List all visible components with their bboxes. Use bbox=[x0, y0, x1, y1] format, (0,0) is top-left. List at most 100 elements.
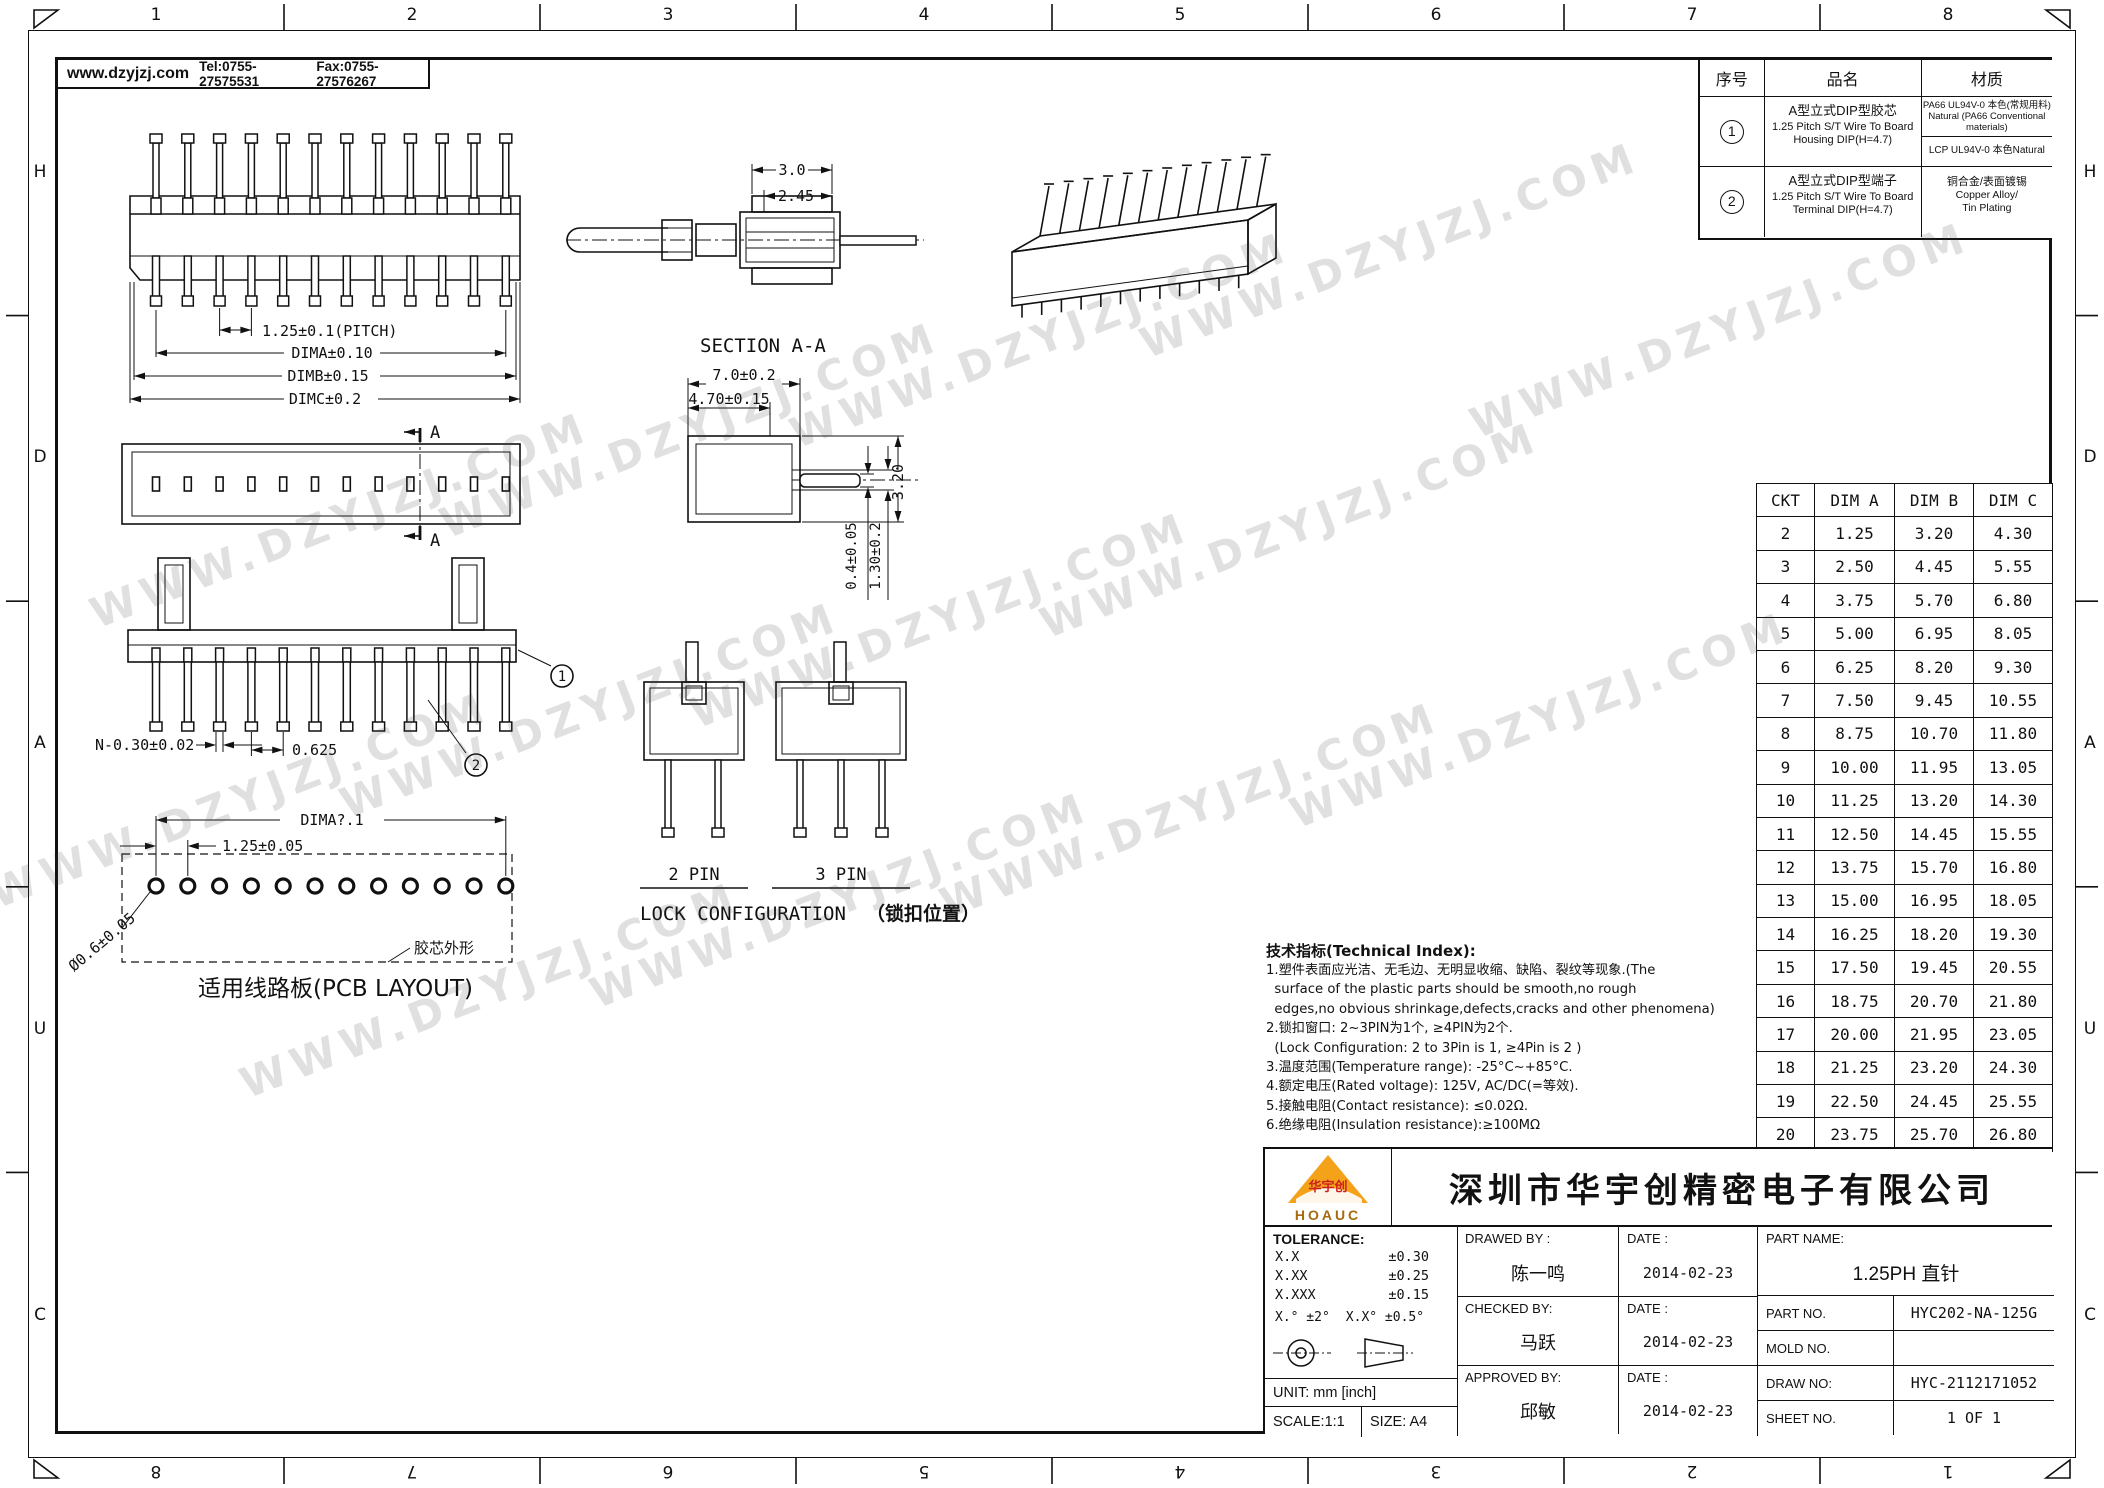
parts-row-terminal: 2 A型立式DIP型端子 1.25 Pitch S/T Wire To Boar… bbox=[1700, 167, 2052, 237]
zone-label: 1 bbox=[150, 5, 162, 25]
material-bottom: LCP UL94V-0 本色Natural bbox=[1928, 145, 2045, 156]
part-name-en: 1.25 Pitch S/T Wire To Board Housing DIP… bbox=[1771, 121, 1914, 146]
tolerance-row: X.XX±0.25 bbox=[1275, 1268, 1429, 1284]
zone-label: D bbox=[33, 447, 47, 467]
sheet-no-value: 1 OF 1 bbox=[1893, 1401, 2054, 1435]
approved-by-header: APPROVED BY: DATE : bbox=[1458, 1365, 1757, 1388]
tolerance-row: X.XXX±0.15 bbox=[1275, 1287, 1429, 1303]
checked-by-name: 马跃 bbox=[1520, 1333, 1556, 1353]
zone-label: 4 bbox=[918, 5, 930, 25]
zone-label: 7 bbox=[1686, 5, 1698, 25]
part-no-row: PART NO. HYC202-NA-125G bbox=[1758, 1295, 2054, 1330]
item-number-2: 2 bbox=[1719, 190, 1744, 214]
company-logo: 华宇创 HOAUC bbox=[1265, 1149, 1392, 1227]
tel-text: Tel:0755-27575531 bbox=[199, 58, 260, 89]
zone-label: H bbox=[2083, 162, 2097, 182]
approved-by-date: 2014-02-23 bbox=[1618, 1388, 1757, 1434]
logo-icon: 华宇创 HOAUC bbox=[1287, 1155, 1368, 1223]
part-name-en: 1.25 Pitch S/T Wire To Board Terminal DI… bbox=[1771, 191, 1914, 216]
note-line: 1.塑件表面应光洁、无毛边、无明显收缩、缺陷、裂纹等现象.(The bbox=[1266, 963, 1656, 978]
zone-label: 5 bbox=[918, 1461, 930, 1481]
header-material: 材质 bbox=[1920, 60, 2052, 96]
note-line: edges,no obvious shrinkage,defects,crack… bbox=[1266, 1001, 1715, 1017]
header-part-name: 品名 bbox=[1763, 60, 1921, 96]
zone-label: C bbox=[34, 1305, 46, 1325]
parts-table: 序号 品名 材质 1 A型立式DIP型胶芯 1.25 Pitch S/T Wir… bbox=[1698, 60, 2052, 240]
zone-label: 8 bbox=[150, 1461, 162, 1481]
note-line: (Lock Configuration: 2 to 3Pin is 1, ≥4P… bbox=[1266, 1040, 1582, 1056]
tolerance-title: TOLERANCE: bbox=[1273, 1231, 1365, 1247]
zone-label: 3 bbox=[662, 5, 674, 25]
material-cn: 铜合金/表面镀锡 bbox=[1946, 176, 2027, 188]
zone-label: 7 bbox=[406, 1461, 418, 1481]
outer-border bbox=[28, 30, 2076, 1458]
part-name-value: 1.25PH 直针 bbox=[1852, 1263, 1960, 1285]
drawn-by-header: DRAWED BY : DATE : bbox=[1458, 1227, 1757, 1250]
signature-block: DRAWED BY : DATE : 陈一鸣 2014-02-23 CHECKE… bbox=[1457, 1227, 1757, 1436]
drawn-by-name: 陈一鸣 bbox=[1511, 1264, 1565, 1284]
checked-by-values: 马跃 2014-02-23 bbox=[1458, 1319, 1757, 1365]
drawn-by-values: 陈一鸣 2014-02-23 bbox=[1458, 1250, 1757, 1296]
fax-text: Fax:0755-27576267 bbox=[316, 58, 379, 89]
svg-text:华宇创: 华宇创 bbox=[1308, 1179, 1347, 1194]
zone-label: 2 bbox=[1686, 1461, 1698, 1481]
mold-no-row: MOLD NO. bbox=[1758, 1330, 2054, 1365]
part-info-block: PART NAME: 1.25PH 直针 PART NO. HYC202-NA-… bbox=[1757, 1227, 2054, 1436]
zone-label: 8 bbox=[1942, 5, 1954, 25]
part-name-cn: A型立式DIP型端子 bbox=[1788, 173, 1897, 188]
approved-by-name: 邱敏 bbox=[1520, 1402, 1556, 1422]
part-name-cn: A型立式DIP型胶芯 bbox=[1788, 103, 1897, 118]
zone-label: 3 bbox=[1430, 1461, 1442, 1481]
svg-text:HOAUC: HOAUC bbox=[1294, 1207, 1360, 1223]
company-name: 深圳市华宇创精密电子有限公司 bbox=[1392, 1149, 2052, 1227]
zone-label: H bbox=[33, 162, 47, 182]
unit-label: UNIT: mm [inch] bbox=[1265, 1378, 1457, 1406]
checked-by-date: 2014-02-23 bbox=[1618, 1319, 1757, 1365]
draw-no-row: DRAW NO: HYC-2112171052 bbox=[1758, 1365, 2054, 1400]
technical-index: 技术指标(Technical Index): 1.塑件表面应光洁、无毛边、无明显… bbox=[1266, 941, 1754, 1136]
zone-label: A bbox=[34, 733, 46, 753]
zone-label: 2 bbox=[406, 5, 418, 25]
tolerance-row: X.X±0.30 bbox=[1275, 1249, 1429, 1265]
part-no-value: HYC202-NA-125G bbox=[1893, 1296, 2054, 1330]
material-top: PA66 UL94V-0 本色(常规用料) Natural (PA66 Conv… bbox=[1921, 97, 2052, 137]
technical-index-title: 技术指标(Technical Index): bbox=[1266, 942, 1476, 960]
parts-row-housing: 1 A型立式DIP型胶芯 1.25 Pitch S/T Wire To Boar… bbox=[1700, 97, 2052, 167]
zone-label: 5 bbox=[1174, 5, 1186, 25]
website-text: www.dzyjzj.com bbox=[67, 64, 190, 82]
drawn-by-date: 2014-02-23 bbox=[1618, 1250, 1757, 1296]
contact-box: www.dzyjzj.com Tel:0755-27575531 Fax:075… bbox=[58, 58, 430, 89]
tolerance-angles: X.° ±2°X.X° ±0.5° bbox=[1275, 1309, 1425, 1325]
material-en: Copper Alloy/ bbox=[1955, 189, 2019, 201]
material-en: Tin Plating bbox=[1962, 202, 2012, 214]
part-name-label: PART NAME: bbox=[1766, 1231, 1845, 1246]
approved-by-values: 邱敏 2014-02-23 bbox=[1458, 1388, 1757, 1434]
sheet-no-row: SHEET NO. 1 OF 1 bbox=[1758, 1400, 2054, 1435]
zone-label: D bbox=[2083, 447, 2097, 467]
note-line: surface of the plastic parts should be s… bbox=[1266, 982, 1637, 998]
header-serial: 序号 bbox=[1715, 72, 1748, 89]
